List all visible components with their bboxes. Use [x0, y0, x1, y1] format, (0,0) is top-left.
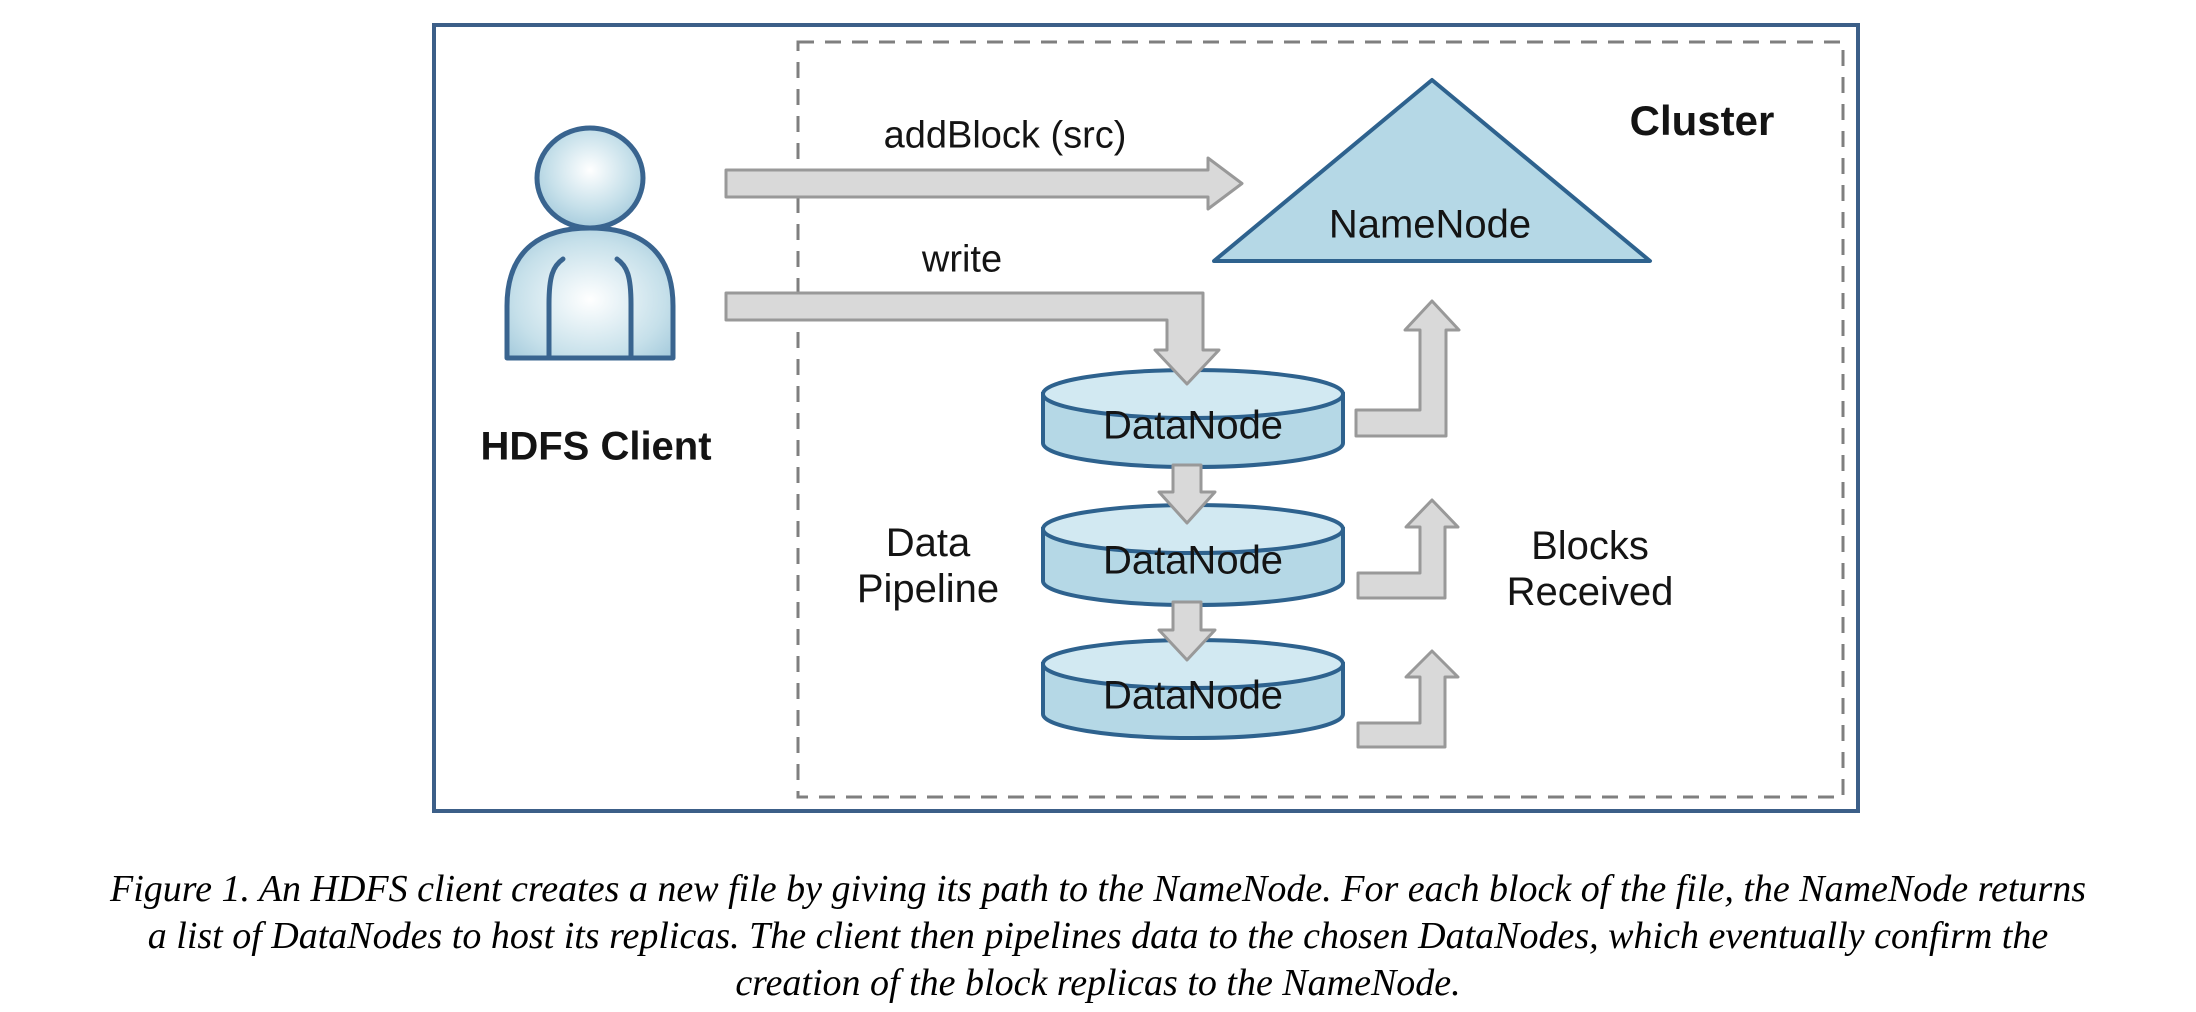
caption-line-3: creation of the block replicas to the Na… — [735, 962, 1461, 1004]
blocks-received-arrow-2 — [1356, 498, 1460, 600]
write-arrow — [724, 291, 1221, 386]
pipeline-arrow-2-3 — [1157, 600, 1217, 662]
outer-box — [432, 23, 1860, 813]
hdfs-client-label: HDFS Client — [480, 424, 712, 469]
cluster-label: Cluster — [1629, 97, 1775, 144]
caption-line-2: a list of DataNodes to host its replicas… — [147, 915, 2049, 957]
cluster-dashed-box — [796, 40, 1845, 799]
pipeline-arrow-1-2 — [1157, 463, 1217, 525]
write-label: write — [921, 238, 1003, 281]
datanode-label-1: DataNode — [1102, 403, 1284, 448]
person-icon — [504, 125, 676, 361]
caption-line-1: Figure 1. An HDFS client creates a new f… — [110, 868, 2086, 910]
addblock-label: addBlock (src) — [883, 114, 1127, 157]
blocks-received-line-1: Blocks — [1531, 524, 1649, 568]
datanode-cylinder-1 — [1041, 368, 1345, 469]
data-pipeline-line-1: Data — [885, 521, 971, 565]
blocks-received-arrow-1 — [1354, 299, 1461, 438]
datanode-cylinder-3 — [1041, 638, 1345, 740]
data-pipeline-label: Data Pipeline — [857, 520, 999, 612]
namenode-label: NameNode — [1328, 202, 1532, 247]
figure-caption: Figure 1. An HDFS client creates a new f… — [0, 866, 2196, 1007]
addblock-arrow — [724, 156, 1244, 211]
datanode-label-3: DataNode — [1102, 673, 1284, 718]
namenode-triangle — [1212, 78, 1652, 263]
datanode-label-2: DataNode — [1102, 538, 1284, 583]
blocks-received-arrow-3 — [1356, 649, 1460, 749]
data-pipeline-line-2: Pipeline — [856, 567, 1000, 611]
blocks-received-label: Blocks Received — [1507, 523, 1674, 615]
blocks-received-line-2: Received — [1506, 570, 1674, 614]
